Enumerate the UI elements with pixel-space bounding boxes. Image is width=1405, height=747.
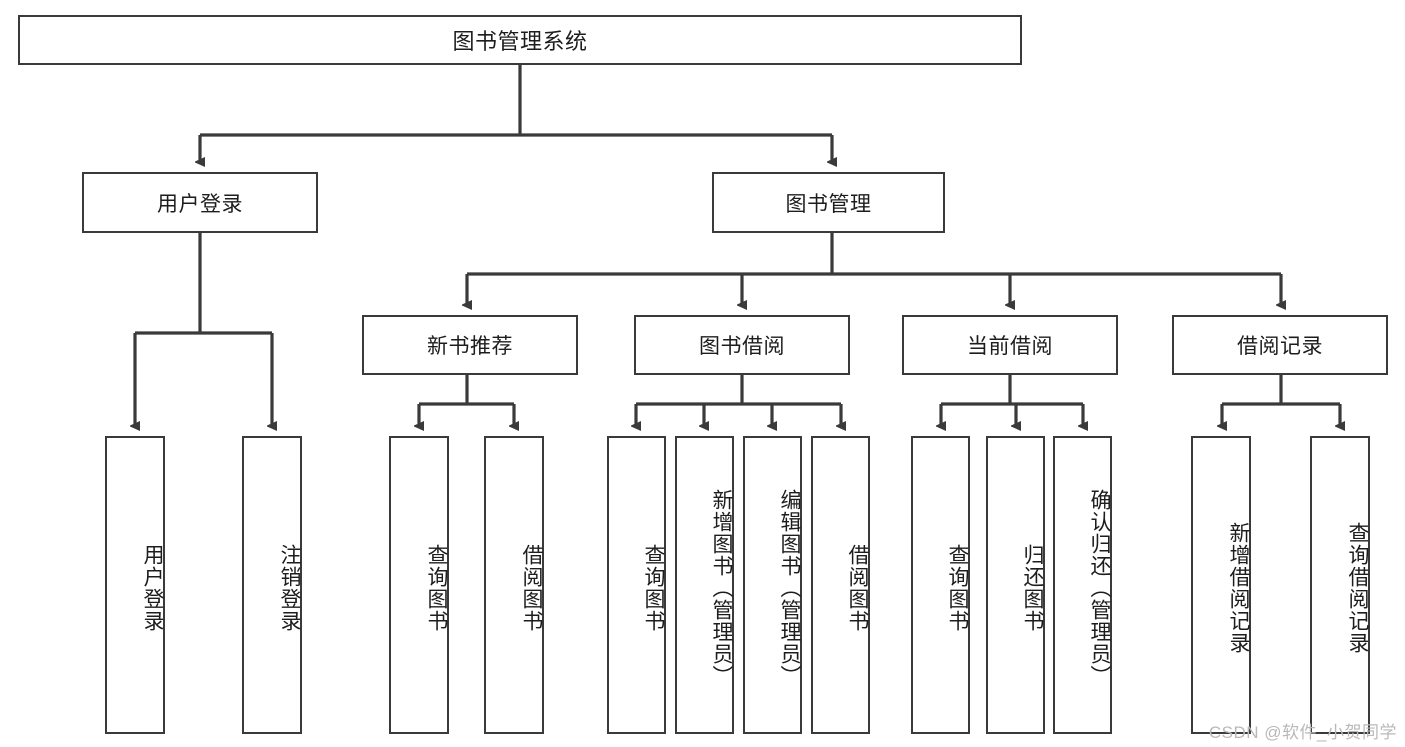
node-leaf-logout[interactable]: 注销登录	[242, 436, 302, 734]
node-leaf-add-book-admin-label: 新增图书（管理员）	[710, 489, 733, 687]
node-current-borrow-label: 当前借阅	[967, 335, 1053, 358]
node-current-borrow[interactable]: 当前借阅	[902, 315, 1118, 375]
node-root-system[interactable]: 图书管理系统	[18, 15, 1022, 65]
node-book-manage[interactable]: 图书管理	[712, 172, 945, 233]
node-leaf-query-book-recommend[interactable]: 查询图书	[389, 436, 449, 734]
node-borrow-record[interactable]: 借阅记录	[1172, 315, 1388, 375]
node-leaf-query-borrow-record-label: 查询借阅记录	[1346, 522, 1369, 654]
node-book-manage-label: 图书管理	[785, 192, 872, 216]
node-user-login[interactable]: 用户登录	[82, 172, 318, 233]
node-root-system-label: 图书管理系统	[452, 29, 588, 54]
csdn-watermark: CSDN @软件_小贺同学	[1208, 723, 1397, 742]
node-leaf-user-login[interactable]: 用户登录	[105, 436, 165, 734]
node-leaf-return-book-label: 归还图书	[1021, 544, 1044, 632]
node-leaf-query-book-borrow-label: 查询图书	[642, 544, 665, 632]
node-user-login-label: 用户登录	[157, 192, 243, 216]
node-leaf-borrow-book-recommend-label: 借阅图书	[520, 544, 543, 632]
node-leaf-query-book-borrow[interactable]: 查询图书	[607, 436, 666, 734]
node-leaf-confirm-return-admin[interactable]: 确认归还（管理员）	[1053, 436, 1112, 734]
node-book-borrow[interactable]: 图书借阅	[634, 315, 850, 375]
node-leaf-add-borrow-record-label: 新增借阅记录	[1227, 522, 1250, 654]
node-leaf-edit-book-admin-label: 编辑图书（管理员）	[778, 489, 801, 687]
node-leaf-return-book[interactable]: 归还图书	[986, 436, 1045, 734]
node-borrow-record-label: 借阅记录	[1237, 335, 1323, 358]
node-book-borrow-label: 图书借阅	[699, 335, 785, 358]
node-leaf-query-borrow-record[interactable]: 查询借阅记录	[1310, 436, 1370, 734]
node-leaf-query-book-recommend-label: 查询图书	[425, 544, 448, 632]
node-leaf-confirm-return-admin-label: 确认归还（管理员）	[1088, 489, 1111, 687]
node-leaf-edit-book-admin[interactable]: 编辑图书（管理员）	[743, 436, 802, 734]
node-leaf-add-borrow-record[interactable]: 新增借阅记录	[1191, 436, 1251, 734]
node-new-book-recommend[interactable]: 新书推荐	[362, 315, 578, 375]
node-leaf-query-book-current[interactable]: 查询图书	[911, 436, 970, 734]
node-leaf-add-book-admin[interactable]: 新增图书（管理员）	[675, 436, 734, 734]
node-leaf-user-login-label: 用户登录	[141, 544, 164, 632]
node-leaf-borrow-book-label: 借阅图书	[846, 544, 869, 632]
node-new-book-recommend-label: 新书推荐	[427, 335, 513, 358]
node-leaf-query-book-current-label: 查询图书	[946, 544, 969, 632]
node-leaf-logout-label: 注销登录	[278, 544, 301, 632]
node-leaf-borrow-book-recommend[interactable]: 借阅图书	[484, 436, 544, 734]
node-leaf-borrow-book[interactable]: 借阅图书	[811, 436, 870, 734]
